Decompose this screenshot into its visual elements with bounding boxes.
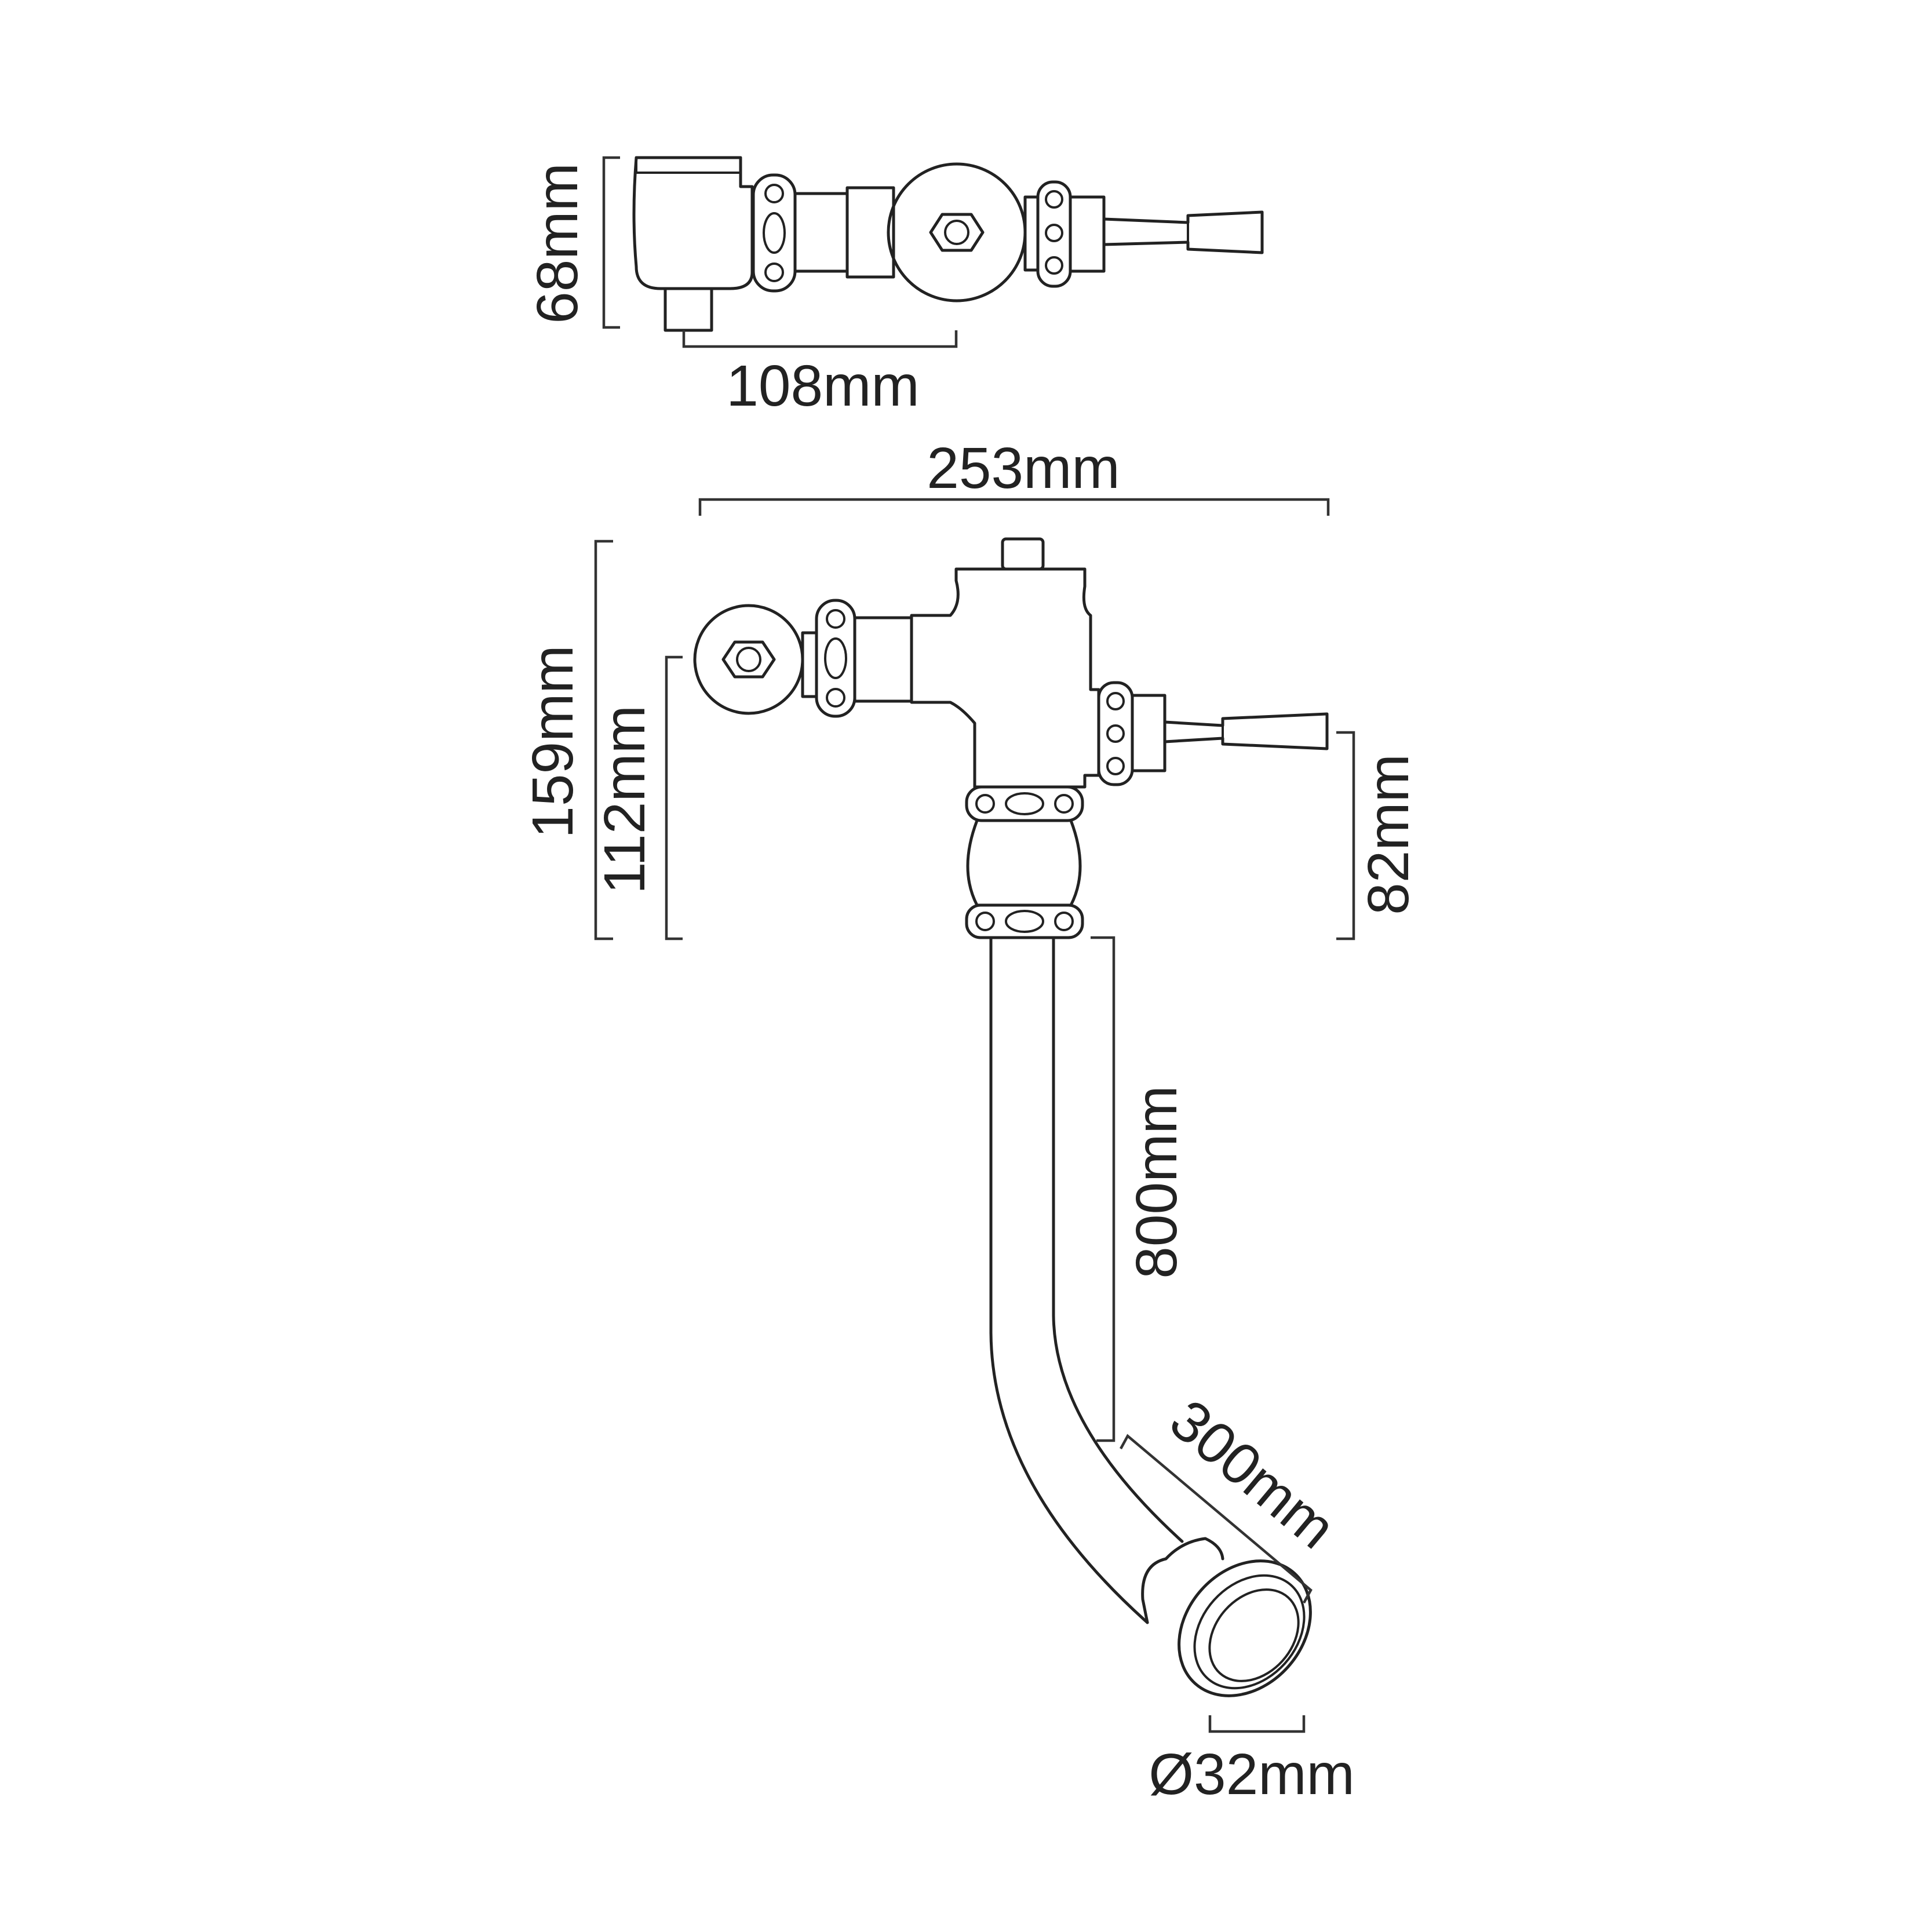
front-left-nut <box>815 599 856 718</box>
top-hex-nut <box>929 213 985 252</box>
top-hex-nut-hole <box>944 220 969 245</box>
outlet-ring-mid <box>1193 1574 1306 1690</box>
dim-159-label: 159mm <box>520 645 585 838</box>
top-left-nut <box>752 173 797 293</box>
dim-300-line <box>1120 1434 1313 1604</box>
front-hex-nut <box>721 640 776 679</box>
top-left-nut-hole-1 <box>764 184 784 203</box>
dim-108-label: 108mm <box>726 353 919 418</box>
dim-82-line <box>1336 731 1355 941</box>
upper-ring-hole-1 <box>975 794 995 814</box>
front-upper-ring <box>965 785 1084 822</box>
front-left-nut-hole-3 <box>826 688 845 708</box>
top-right-nut-hole-3 <box>1045 256 1063 275</box>
front-view-dimensions: 253mm 159mm 112mm 82mm 800mm 300mm Ø32mm <box>520 436 1421 1807</box>
top-body-block <box>845 186 895 279</box>
front-right-nut <box>1097 681 1134 786</box>
top-view-dimensions: 68mm 108mm <box>525 156 958 418</box>
front-inlet-disc <box>693 604 804 715</box>
top-right-nut-hole-1 <box>1045 190 1063 209</box>
front-left-nut-hole-2 <box>824 637 847 679</box>
top-tube-left <box>793 192 849 273</box>
flush-pipe-left-edge <box>989 936 1149 1624</box>
dim-253-line <box>698 498 1330 516</box>
front-handle-collar <box>1131 694 1167 772</box>
front-valve-body <box>910 567 1100 789</box>
front-handle <box>1163 712 1329 750</box>
top-tube-right <box>1023 195 1040 272</box>
dim-112-line <box>665 655 683 941</box>
front-top-cap <box>1001 537 1045 571</box>
front-left-nut-hole-1 <box>826 609 845 629</box>
front-right-nut-hole-1 <box>1106 692 1125 710</box>
top-left-nut-hole-2 <box>763 212 786 254</box>
dim-800-label: 800mm <box>1124 1085 1189 1278</box>
top-inlet-cup <box>632 156 754 290</box>
front-inlet-tube <box>801 631 818 698</box>
top-inlet-cup-rim <box>635 156 742 174</box>
dim-68-line <box>602 156 620 329</box>
top-right-nut-hole-2 <box>1045 224 1063 242</box>
top-right-nut <box>1036 180 1072 288</box>
outlet-ring-outer <box>1178 1559 1312 1697</box>
dim-800-line <box>1091 936 1116 1442</box>
front-hex-nut-hole <box>736 647 761 672</box>
top-body-disc <box>887 162 1027 302</box>
front-right-nut-hole-2 <box>1106 724 1125 743</box>
dim-159-line <box>594 539 613 941</box>
dim-253-label: 253mm <box>927 436 1120 501</box>
top-handle-collar <box>1069 195 1106 273</box>
flush-pipe-right-edge <box>1052 936 1184 1543</box>
top-bottom-stub <box>664 287 713 332</box>
front-connector-tube <box>853 616 913 703</box>
lower-ring-hole-3 <box>1054 912 1074 931</box>
upper-ring-hole-2 <box>1005 792 1044 815</box>
dim-32-line <box>1208 1715 1306 1733</box>
front-right-nut-hole-3 <box>1106 757 1125 775</box>
top-view <box>632 156 1264 332</box>
dim-300-label: 300mm <box>1158 1387 1347 1561</box>
front-view <box>693 537 1329 1697</box>
top-left-nut-hole-3 <box>764 263 784 282</box>
top-handle <box>1102 210 1264 254</box>
dim-112-label: 112mm <box>592 705 657 894</box>
outlet-ring-inner <box>1208 1588 1300 1682</box>
upper-ring-hole-3 <box>1054 794 1074 814</box>
lower-ring-hole-1 <box>975 912 995 931</box>
dim-68-label: 68mm <box>525 163 590 324</box>
lower-ring-hole-2 <box>1005 910 1044 933</box>
outlet-cone <box>1141 1537 1224 1624</box>
front-waist-body <box>966 819 1082 907</box>
front-lower-ring <box>965 903 1084 939</box>
dim-82-label: 82mm <box>1356 754 1421 915</box>
dim-108-line <box>682 330 958 348</box>
dim-32-label: Ø32mm <box>1149 1742 1355 1807</box>
